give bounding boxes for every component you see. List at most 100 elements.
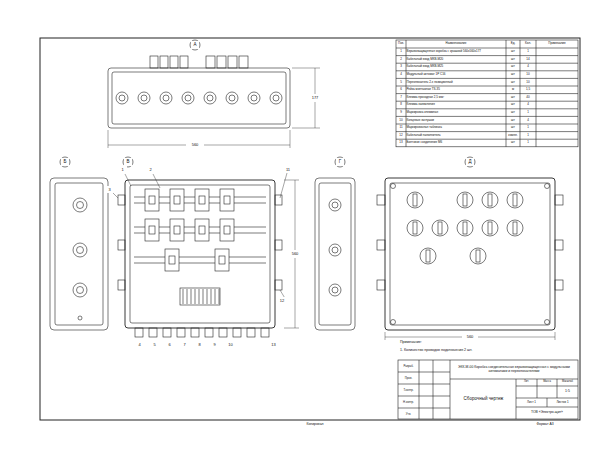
device-lever (174, 196, 180, 204)
cable-gland (248, 92, 260, 104)
callout-number: 4 (135, 341, 144, 348)
callout-number: В (124, 158, 132, 166)
switch (507, 220, 523, 236)
bottom-gland (219, 328, 227, 337)
modular-device (220, 189, 234, 211)
table-rule (396, 108, 578, 109)
table-cell: 9 (397, 109, 406, 116)
modular-device (165, 249, 179, 271)
device-lever (199, 196, 205, 204)
lid-bolt (545, 184, 550, 189)
callout-number: 3 (105, 186, 114, 193)
modular-device (215, 249, 229, 271)
terminal-divider (211, 289, 212, 304)
callout-number: 2 (146, 166, 155, 173)
enclosure-side-inner (319, 183, 351, 325)
switch-knob (513, 194, 517, 206)
callout-number: 13 (268, 341, 279, 348)
terminal-strip (180, 288, 220, 305)
enclosure-side-inner (55, 183, 103, 325)
sheet-frame (40, 38, 580, 420)
switch-knob (413, 194, 417, 206)
table-cell: 10 (397, 117, 406, 124)
table-rule (396, 124, 578, 125)
cable-gland (329, 244, 341, 256)
side-gland (275, 280, 282, 290)
callout-number: 10 (225, 341, 236, 348)
title-block-text: 1:5 (558, 387, 577, 397)
table-cell: 10 (521, 79, 536, 86)
table-rule (396, 101, 578, 102)
table-rule (396, 93, 578, 94)
title-block-text: Пров. (399, 374, 418, 383)
switch-knob (513, 222, 517, 234)
cable-gland (182, 92, 194, 104)
device-lever (174, 226, 180, 234)
bottom-gland (205, 328, 213, 337)
device-lever (224, 196, 230, 204)
table-header: Наименование (407, 41, 506, 48)
bottom-gland (149, 328, 157, 337)
bottom-gland (163, 328, 171, 337)
table-cell: 10 (521, 71, 536, 78)
side-gland (555, 195, 563, 205)
modular-device (170, 189, 184, 211)
terminal-head (228, 56, 237, 68)
terminal-divider (219, 289, 220, 304)
side-gland (275, 195, 282, 205)
table-rule (396, 131, 578, 132)
table-cell: Кабельный ввод МКВ-М25 (407, 64, 506, 71)
device-lever (169, 256, 175, 264)
callout-number: Б (61, 158, 69, 166)
cable-gland-bore (273, 95, 279, 101)
table-cell: Взрывозащищенная коробка с крышкой 560х5… (407, 49, 506, 56)
callout-number: 560 (287, 250, 303, 258)
cable-gland (270, 92, 282, 104)
callout-number: 560 (186, 141, 204, 149)
note-text: Примечание: (400, 340, 460, 346)
cable-gland-bore (119, 95, 125, 101)
cable-gland (329, 199, 341, 211)
side-gland (377, 240, 385, 250)
table-cell: 1 (521, 125, 536, 132)
side-gland (118, 195, 125, 205)
terminal-divider (203, 289, 204, 304)
cable-gland-bore (332, 287, 338, 293)
table-rule (396, 139, 578, 140)
table-cell: 12 (397, 132, 406, 139)
table-cell: 8 (397, 102, 406, 109)
switch-knob (488, 194, 492, 206)
switch-knob (463, 194, 467, 206)
terminal-divider (187, 289, 188, 304)
side-gland (275, 240, 282, 250)
cable-gland-bore (185, 95, 191, 101)
title-block (398, 360, 578, 419)
terminal-head (206, 56, 215, 68)
switch (407, 192, 423, 208)
title-block-text: Утв. (399, 410, 418, 418)
switch (407, 220, 423, 236)
table-cell: шт (507, 109, 520, 116)
table-cell: 2 (397, 56, 406, 63)
parts-table (396, 40, 578, 147)
callout-number: 560 (462, 333, 478, 341)
table-rule (396, 78, 578, 79)
din-rail (134, 257, 266, 258)
table-cell: 40 (521, 94, 536, 101)
table-cell: шт (507, 102, 520, 109)
terminal-head (217, 56, 226, 68)
cable-gland-bore (163, 95, 169, 101)
cable-gland-bore (332, 202, 338, 208)
table-cell: Рейка монтажная ТS-35 (407, 87, 506, 94)
table-cell: 1 (521, 140, 536, 147)
section-marker (190, 40, 200, 50)
callout-number: 5 (150, 341, 159, 348)
switch-knob (476, 250, 480, 262)
terminal-divider (195, 289, 196, 304)
title-block-text: Разраб. (399, 362, 418, 371)
cable-gland-bore (229, 95, 235, 101)
table-rule (396, 63, 578, 64)
table-cell: 3 (397, 64, 406, 71)
callout-number: Д (466, 158, 474, 166)
